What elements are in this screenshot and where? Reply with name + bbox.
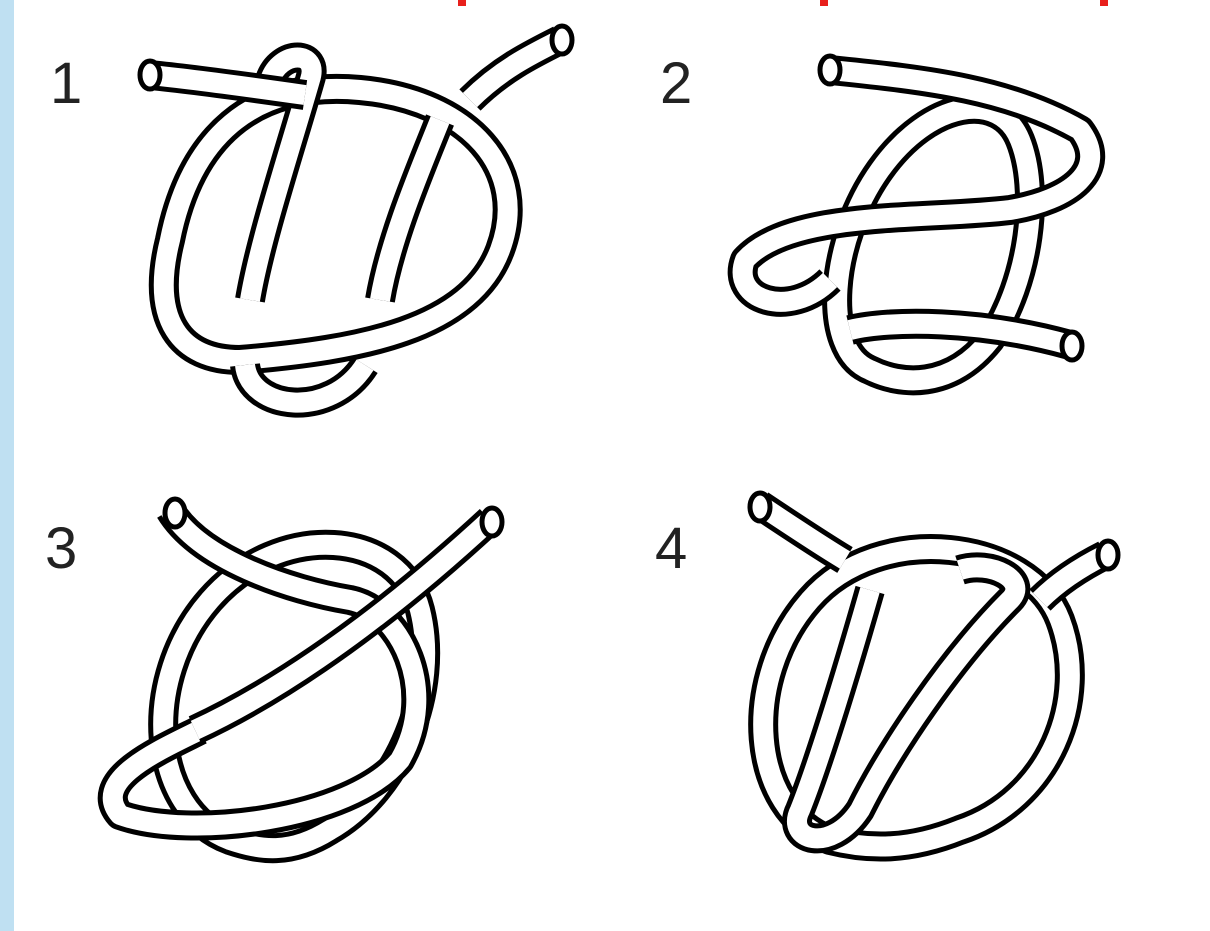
knot-illustration-3 <box>30 480 590 920</box>
top-mark-2 <box>820 0 828 6</box>
knot-illustration-1 <box>30 20 590 460</box>
left-border-strip <box>0 0 14 931</box>
top-mark-3 <box>1100 0 1108 6</box>
knot-illustration-4 <box>630 480 1190 920</box>
knot-step-1: 1 <box>30 20 590 460</box>
top-mark-1 <box>458 0 466 6</box>
knot-step-2: 2 <box>630 20 1190 460</box>
knot-step-3: 3 <box>30 480 590 920</box>
knot-step-4: 4 <box>630 480 1190 920</box>
knot-illustration-2 <box>630 20 1190 460</box>
